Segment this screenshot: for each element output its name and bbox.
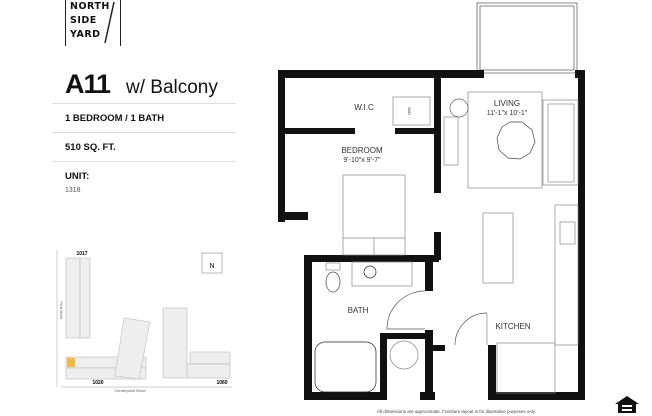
- logo-line: YARD: [70, 29, 101, 40]
- north-label: N: [209, 263, 214, 270]
- walls: [278, 70, 585, 400]
- square-footage: 510 SQ. FT.: [65, 142, 116, 153]
- logo-slash-icon: [104, 1, 115, 44]
- room-label-living: LIVING: [494, 99, 520, 108]
- north-side-yard-logo: NORTH SIDE YARD: [65, 0, 121, 46]
- plan-variant: w/ Balcony: [126, 77, 218, 98]
- unit-label: UNIT:: [65, 171, 90, 182]
- street-label: Third Street: [59, 301, 63, 319]
- divider: [52, 103, 236, 104]
- beds-baths: 1 BEDROOM / 1 BATH: [65, 113, 165, 124]
- room-label-bath: BATH: [348, 306, 369, 315]
- street-label: Centerpoint Drive: [114, 388, 146, 393]
- building-label: 1020: [92, 380, 103, 386]
- room-label-bedroom: BEDROOM: [341, 146, 383, 155]
- building-label: 1060: [216, 380, 227, 386]
- logo-line: NORTH: [70, 1, 110, 12]
- equal-housing-opportunity-icon: [615, 396, 639, 413]
- unit-number: 1318: [65, 187, 81, 194]
- washer-dryer: [392, 96, 431, 126]
- room-label-kitchen: KITCHEN: [495, 322, 530, 331]
- unit-highlight: [67, 358, 75, 367]
- wd-label: W/D: [407, 107, 412, 115]
- disclaimer: All dimensions are approximate. Furnitur…: [377, 409, 536, 414]
- divider: [52, 161, 236, 162]
- north-indicator: [201, 252, 223, 274]
- balcony: [476, 2, 578, 74]
- building-label: 1017: [76, 251, 87, 257]
- bedroom-dimensions: 9'-10"x 9'-7": [343, 157, 381, 164]
- room-label-wic: W.I.C: [354, 103, 374, 112]
- divider: [52, 132, 236, 133]
- site-map: N 1017 1020 1060 Third Street Centerpoin…: [56, 250, 232, 393]
- living-dimensions: 11'-1"x 10'-1": [487, 110, 528, 117]
- plan-name: A11: [65, 69, 111, 99]
- logo-line: SIDE: [70, 15, 97, 26]
